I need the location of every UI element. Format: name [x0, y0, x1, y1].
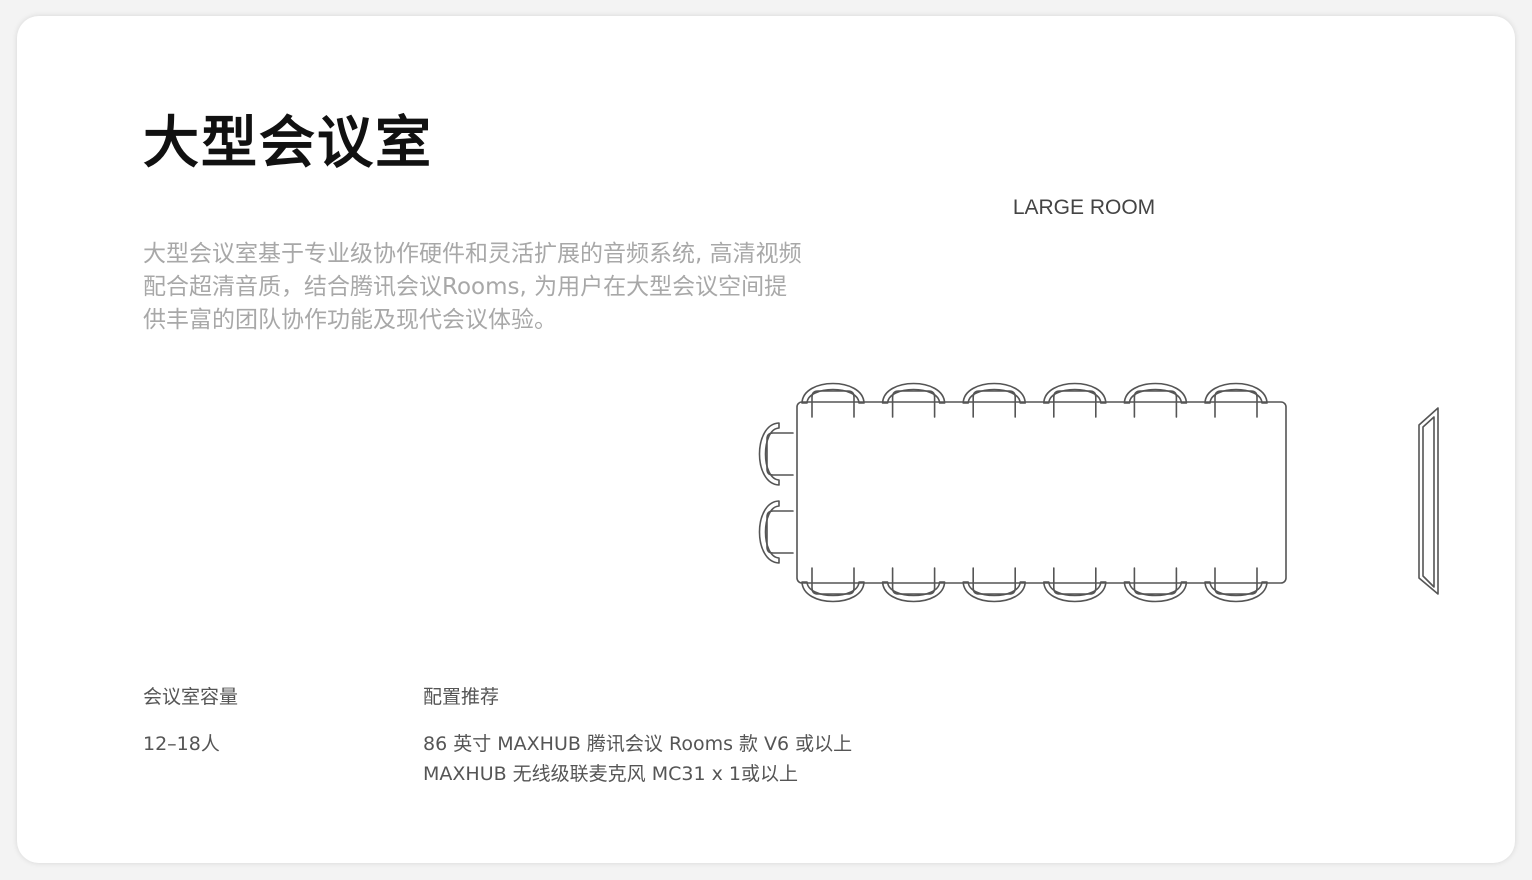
chair-icon	[962, 567, 1027, 603]
chair-icon	[1204, 567, 1268, 603]
config-label: 配置推荐	[423, 686, 500, 708]
room-label: LARGE ROOM	[1012, 196, 1156, 219]
chair-icon	[1123, 382, 1188, 418]
chair-icon	[758, 422, 794, 486]
capacity-label: 会议室容量	[143, 686, 239, 708]
room-card: 大型会议室 大型会议室基于专业级协作硬件和灵活扩展的音频系统, 高清视频配合超清…	[17, 16, 1515, 863]
chair-icon	[1043, 567, 1107, 603]
chair-icon	[881, 567, 946, 603]
chair-icon	[962, 382, 1027, 418]
conference-table-icon	[796, 401, 1287, 584]
capacity-value: 12–18人	[143, 733, 220, 755]
display-screen-icon	[1418, 407, 1439, 595]
chair-icon	[801, 382, 865, 418]
page-title: 大型会议室	[143, 111, 433, 176]
chair-icon	[1204, 382, 1268, 418]
room-description: 大型会议室基于专业级协作硬件和灵活扩展的音频系统, 高清视频配合超清音质，结合腾…	[143, 241, 802, 333]
config-line-1: 86 英寸 MAXHUB 腾讯会议 Rooms 款 V6 或以上	[423, 733, 853, 755]
chair-icon	[1043, 382, 1107, 418]
chair-icon	[1123, 567, 1188, 603]
chair-icon	[758, 500, 794, 564]
config-line-2: MAXHUB 无线级联麦克风 MC31 x 1或以上	[423, 763, 798, 785]
floorplan-diagram	[758, 382, 1439, 603]
chair-icon	[881, 382, 946, 418]
chair-icon	[801, 567, 865, 603]
